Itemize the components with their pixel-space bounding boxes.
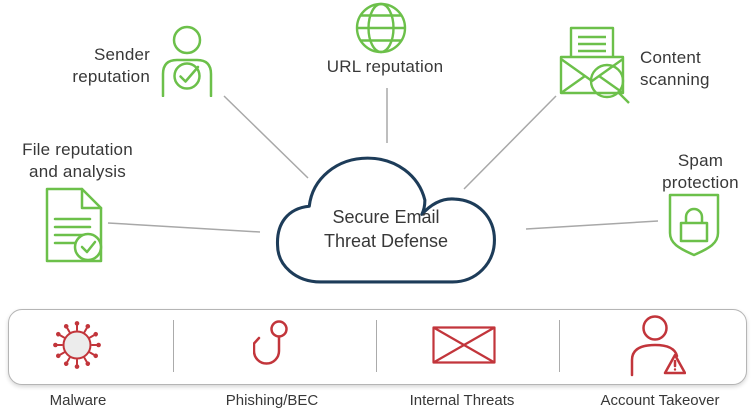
person-alert-icon bbox=[630, 315, 686, 377]
account-takeover-label: Account Takeover bbox=[600, 392, 720, 409]
threat-bar bbox=[8, 309, 747, 385]
bar-divider bbox=[376, 320, 377, 372]
cloud-title: Secure Email Threat Defense bbox=[323, 207, 449, 251]
content-scanning-label: Content scanning bbox=[640, 48, 710, 89]
email-scan-icon bbox=[559, 26, 630, 104]
cloud-shape bbox=[276, 156, 496, 284]
document-check-icon bbox=[45, 187, 103, 263]
envelope-icon bbox=[432, 326, 496, 364]
fishhook-icon bbox=[253, 320, 288, 365]
malware-label: Malware bbox=[49, 392, 107, 409]
spam-protection-label: Spam protection bbox=[662, 151, 739, 192]
internal-threats-label: Internal Threats bbox=[409, 392, 515, 409]
file-reputation-label: File reputation and analysis bbox=[22, 140, 133, 181]
shield-lock-icon bbox=[668, 193, 720, 257]
bar-divider bbox=[559, 320, 560, 372]
person-check-icon bbox=[161, 25, 213, 97]
sender-reputation-label: Sender reputation bbox=[72, 45, 150, 86]
globe-icon bbox=[355, 2, 407, 54]
url-reputation-label: URL reputation bbox=[326, 57, 444, 76]
phishing-bec-label: Phishing/BEC bbox=[225, 392, 319, 409]
bar-divider bbox=[173, 320, 174, 372]
virus-icon bbox=[52, 320, 101, 370]
